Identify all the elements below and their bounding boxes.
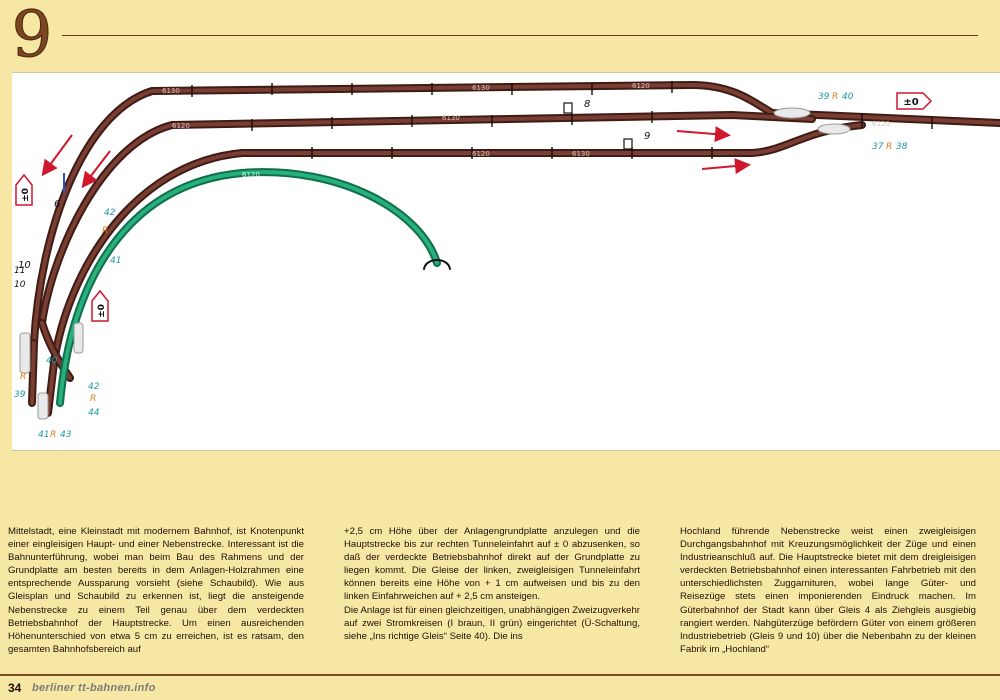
svg-text:6130: 6130 [472,84,490,92]
signals: 8 9 10 6 [18,99,650,271]
svg-text:±0: ±0 [97,304,107,318]
svg-text:R: R [886,142,892,152]
elevation-marker-mid: ±0 [91,289,109,322]
track-main-middle [38,110,816,327]
elevation-marker-left: ±0 [15,173,33,206]
text-column-2: +2,5 cm Höhe über der Anlagengrundplatte… [344,525,640,643]
arrow-right-lower [701,158,751,175]
watermark: berliner tt-bahnen.info [32,682,156,694]
text-column-1: Mittelstadt, eine Kleinstadt mit moderne… [8,525,304,656]
text-column-3: Hochland führende Nebenstrecke weist ein… [680,525,976,656]
svg-text:6120: 6120 [632,82,650,90]
track-plan-svg: 6130 6130 6120 6120 6130 6120 6130 6120 … [14,80,1000,440]
svg-text:42: 42 [104,208,116,218]
footer-rule [0,674,1000,676]
svg-text:R: R [90,394,96,404]
svg-text:11: 11 [14,266,25,276]
platform-left-b [37,392,49,420]
svg-text:9: 9 [644,131,650,142]
green-track [56,168,451,407]
track-plan: 6130 6130 6120 6120 6130 6120 6130 6120 … [12,72,1000,451]
arrow-left-lower [81,150,111,189]
svg-text:±0: ±0 [903,97,918,108]
svg-text:40: 40 [842,92,854,102]
signal-icon [563,102,573,114]
arrow-left-upper [41,134,73,177]
header-rule [62,35,978,36]
svg-text:R: R [50,430,56,440]
svg-text:R: R [832,92,838,102]
svg-text:±0: ±0 [21,188,31,202]
brown-tracks [28,80,1000,417]
svg-text:40: 40 [46,356,58,366]
switch-labels: 39 R 40 37 R 38 42 R 41 40 R 39 42 R 44 … [14,92,908,440]
svg-text:6: 6 [54,199,60,210]
svg-text:39: 39 [818,92,830,102]
platform-left-a [19,332,31,374]
svg-text:41: 41 [110,256,121,266]
svg-text:41: 41 [38,430,49,440]
svg-text:43: 43 [60,430,72,440]
paragraph: Mittelstadt, eine Kleinstadt mit moderne… [8,526,304,655]
chapter-number: 9 [11,2,53,68]
arrow-right-upper [676,126,731,143]
svg-text:6120: 6120 [172,122,190,130]
platform-left-c [73,322,84,354]
svg-text:10: 10 [18,260,31,271]
svg-text:R: R [20,372,26,382]
paragraph: +2,5 cm Höhe über der Anlagengrundplatte… [344,526,640,603]
platform-right-lower [817,123,851,135]
elevation-marker-right: ±0 [896,92,933,110]
platforms [19,107,851,420]
svg-text:8: 8 [584,99,590,110]
svg-text:6120: 6120 [472,150,490,158]
chapter-number-text: 9 [12,2,53,68]
track-main-lower [50,121,866,367]
signal-icon [623,138,633,150]
svg-text:39: 39 [14,390,26,400]
svg-text:44: 44 [88,408,100,418]
svg-text:R: R [102,226,108,236]
paragraph: Hochland führende Nebenstrecke weist ein… [680,526,976,655]
elevation-markers: ±0 ±0 ±0 [15,92,933,322]
svg-text:6130: 6130 [162,87,180,95]
direction-arrows [41,126,751,189]
svg-text:10: 10 [14,280,26,290]
svg-text:6130: 6130 [442,114,460,122]
platform-right-upper [773,107,811,119]
svg-text:6120: 6120 [242,171,260,179]
paragraph: Die Anlage ist für einen gleichzeitigen,… [344,604,640,642]
svg-text:38: 38 [896,142,908,152]
page-number: 34 [8,681,22,695]
svg-text:37: 37 [872,142,884,152]
sleepers [191,81,933,159]
svg-text:42: 42 [88,382,100,392]
svg-text:6120: 6120 [872,120,890,128]
track-labels: 6130 6130 6120 6120 6130 6120 6130 6120 … [162,82,890,179]
body-text: Mittelstadt, eine Kleinstadt mit moderne… [8,525,994,670]
svg-text:6130: 6130 [572,150,590,158]
